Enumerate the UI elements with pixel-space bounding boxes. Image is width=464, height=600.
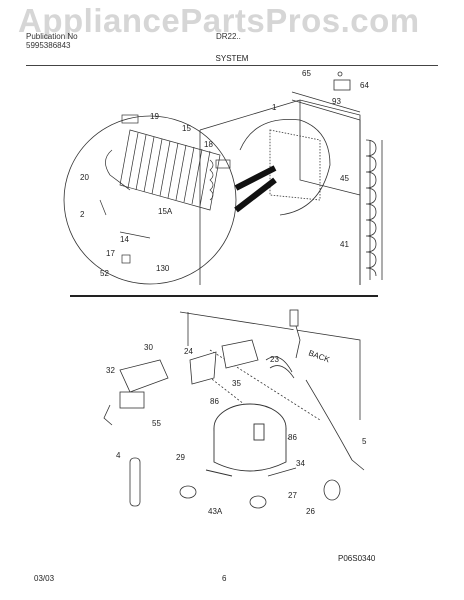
page-number: 6: [222, 574, 227, 583]
thermostat-part-64: [333, 71, 351, 91]
label-26: 26: [306, 507, 315, 516]
evaporator-coil: [99, 114, 231, 264]
cabinet-outline: [199, 99, 361, 285]
label-45: 45: [340, 174, 349, 183]
detail-zoom-circle: [63, 115, 277, 285]
label-14: 14: [120, 235, 129, 244]
publication-number: 5995386843: [26, 41, 71, 50]
header-rule: [26, 65, 438, 66]
drier-tube: [129, 457, 141, 507]
label-19: 19: [150, 112, 159, 121]
publication-label: Publication No: [26, 32, 78, 41]
part-labels-top: 65 64 93 1 19 15 18 20 45 2 15A 14 17 41…: [80, 69, 369, 278]
model-number: DR22..: [216, 32, 241, 41]
label-29: 29: [176, 453, 185, 462]
label-30: 30: [144, 343, 153, 352]
drawing-code: P06S0340: [338, 554, 376, 563]
label-23: 23: [270, 355, 279, 364]
label-5: 5: [362, 437, 367, 446]
label-4: 4: [116, 451, 121, 460]
label-130: 130: [156, 264, 170, 273]
label-32: 32: [106, 366, 115, 375]
label-93: 93: [332, 97, 341, 106]
label-86-right: 86: [288, 433, 297, 442]
watermark-logo: AppliancePartsPros.com: [18, 2, 420, 39]
label-64: 64: [360, 81, 369, 90]
label-86-left: 86: [210, 397, 219, 406]
footer-date: 03/03: [34, 574, 55, 583]
label-17: 17: [106, 249, 115, 258]
label-52: 52: [100, 269, 109, 278]
section-divider: [70, 295, 378, 297]
label-15: 15: [182, 124, 191, 133]
relay-overload: [103, 359, 169, 426]
start-device: [189, 339, 295, 385]
label-18: 18: [204, 140, 213, 149]
label-35: 35: [232, 379, 241, 388]
back-condenser-coil: [291, 91, 383, 285]
label-24: 24: [184, 347, 193, 356]
label-20: 20: [80, 173, 89, 182]
label-2: 2: [80, 210, 85, 219]
label-1: 1: [272, 103, 277, 112]
label-15A: 15A: [158, 207, 173, 216]
compressor: [205, 403, 297, 477]
label-41: 41: [340, 240, 349, 249]
label-back: BACK: [307, 348, 331, 364]
label-27: 27: [288, 491, 297, 500]
section-title: SYSTEM: [215, 54, 249, 63]
label-34: 34: [296, 459, 305, 468]
label-43A: 43A: [208, 507, 223, 516]
misc-parts: [179, 309, 365, 509]
label-65: 65: [302, 69, 311, 78]
label-55: 55: [152, 419, 161, 428]
